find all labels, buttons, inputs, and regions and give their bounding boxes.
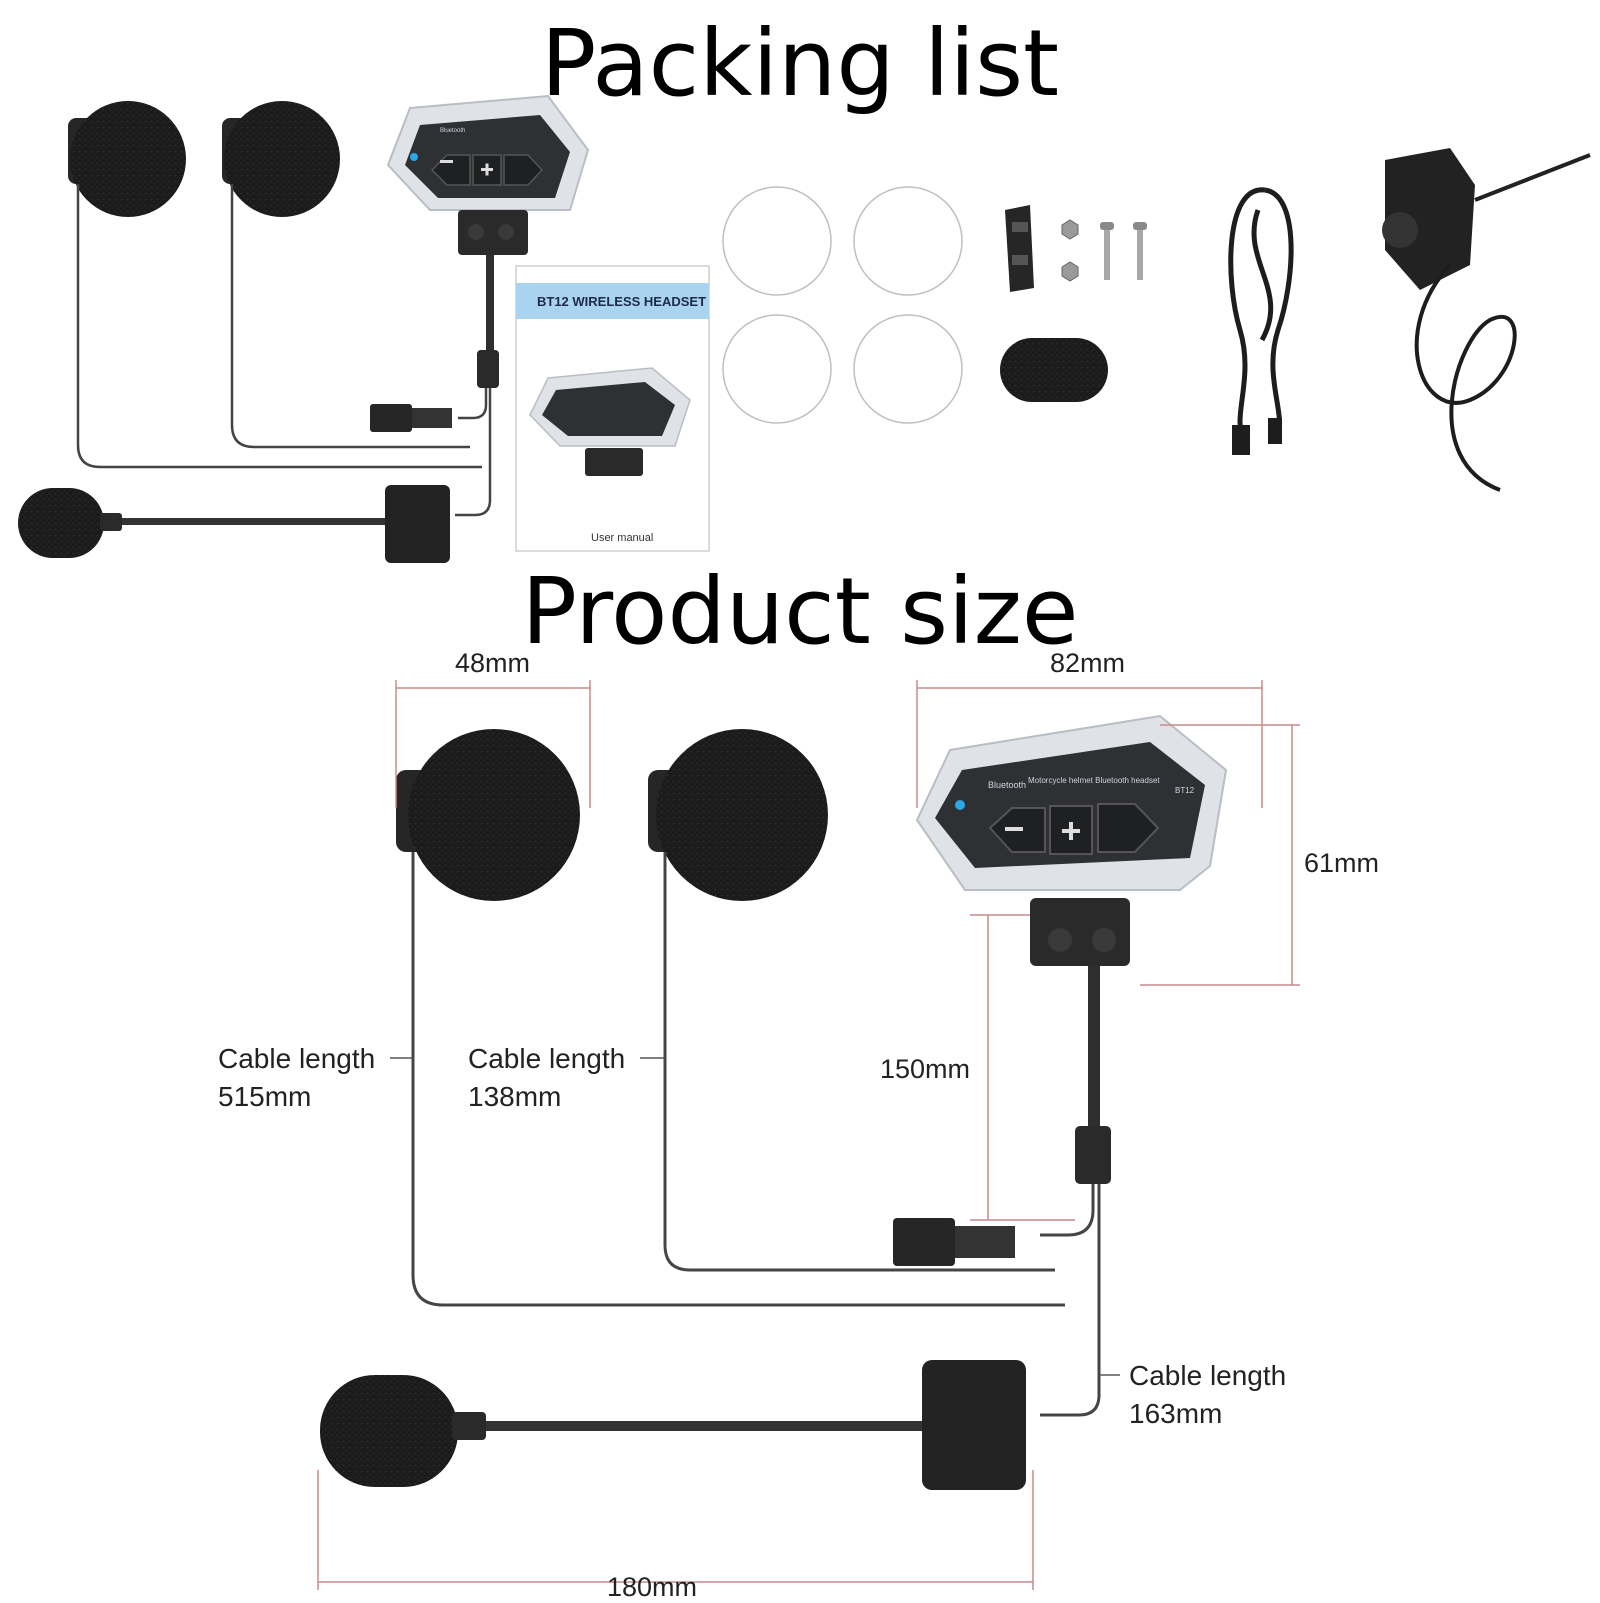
dim-mic-length: 180mm <box>607 1572 698 1602</box>
packing-unit-brand: Bluetooth <box>440 128 466 134</box>
packing-spare-foam <box>1000 338 1108 402</box>
packing-handlebar-remote <box>1382 148 1591 492</box>
packing-microphone <box>18 485 450 563</box>
manual-footer: User manual <box>591 532 654 544</box>
phone-icon <box>1110 818 1134 842</box>
packing-screws-nuts <box>1061 219 1147 282</box>
dimension-lines <box>317 680 1300 1590</box>
cable-left-label: Cable length <box>218 1043 376 1074</box>
size-speaker-left <box>396 729 1065 1307</box>
cable-mic-label: Cable length <box>1129 1360 1287 1391</box>
status-led-icon <box>955 800 965 810</box>
packing-main-unit <box>370 94 590 517</box>
packing-mount-clip <box>1005 205 1034 292</box>
size-main-unit <box>893 714 1228 1417</box>
packing-speaker-right <box>222 101 470 449</box>
cable-right-callout: Cable length 138mm <box>468 1040 625 1116</box>
size-microphone <box>320 1360 1026 1490</box>
product-size-title: Product size <box>521 558 1079 665</box>
cable-mic-callout: Cable length 163mm <box>1129 1357 1286 1433</box>
packing-list-title: Packing list <box>540 10 1060 117</box>
size-speaker-right <box>648 729 1055 1272</box>
cable-right-label: Cable length <box>468 1043 626 1074</box>
dim-speaker-width: 48mm <box>455 648 531 678</box>
cable-left-callout: Cable length 515mm <box>218 1040 375 1116</box>
cable-mic-value: 163mm <box>1129 1398 1223 1429</box>
packing-user-manual <box>515 265 710 552</box>
dim-unit-height: 61mm <box>1304 848 1380 878</box>
plus-icon <box>1062 820 1080 838</box>
size-unit-model-text: Motorcycle helmet Bluetooth headset <box>1028 776 1160 785</box>
packing-velcro-pads <box>722 186 963 424</box>
manual-heading: BT12 WIRELESS HEADSET <box>537 294 707 309</box>
cable-right-value: 138mm <box>468 1081 562 1112</box>
size-unit-brand: Bluetooth <box>988 780 1027 790</box>
minus-icon <box>1005 820 1023 838</box>
label-leaders <box>390 1057 1120 1376</box>
size-unit-model-id: BT12 <box>1175 786 1195 795</box>
cable-left-value: 515mm <box>218 1081 312 1112</box>
packing-usb-cable <box>1228 187 1294 455</box>
packing-speaker-left <box>68 101 482 469</box>
dim-connector-length: 150mm <box>880 1054 971 1084</box>
dim-unit-width: 82mm <box>1050 648 1126 678</box>
